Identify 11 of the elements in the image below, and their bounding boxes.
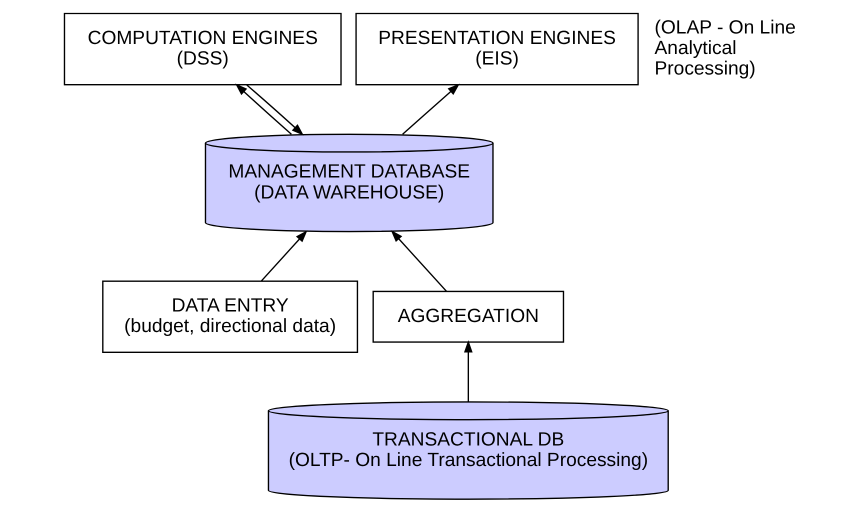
arrow	[246, 84, 304, 136]
arrow	[390, 230, 447, 292]
arrow	[464, 340, 473, 402]
arrow	[260, 230, 308, 282]
node-box: PRESENTATION ENGINES (EIS)	[355, 12, 639, 86]
node-box: DATA ENTRY (budget, directional data)	[102, 280, 358, 354]
node-box: COMPUTATION ENGINES (DSS)	[64, 12, 342, 86]
node-box: AGGREGATION	[372, 290, 564, 343]
arrow	[235, 84, 292, 135]
node-label: (OLAP - On Line Analytical Processing)	[654, 18, 796, 80]
arrow	[402, 84, 460, 135]
